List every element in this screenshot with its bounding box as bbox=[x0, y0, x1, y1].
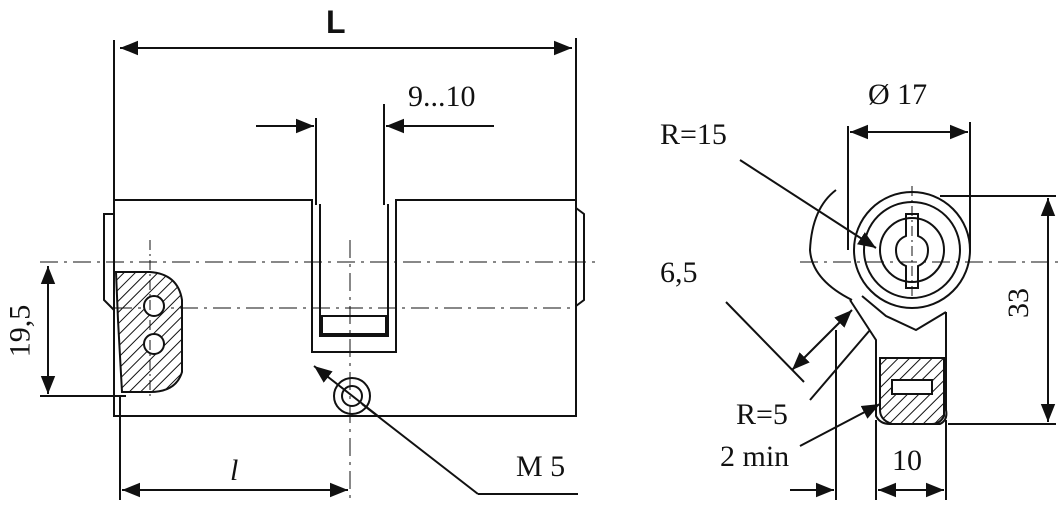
pin-2 bbox=[144, 334, 164, 354]
cam-width-label: 9...10 bbox=[408, 80, 476, 113]
height-33-label: 33 bbox=[1002, 288, 1035, 318]
radius-top-label: R=15 bbox=[660, 118, 727, 151]
right-cap bbox=[576, 208, 584, 306]
cam-slot bbox=[320, 204, 388, 336]
screw-label: M 5 bbox=[516, 450, 566, 483]
leader-r5 bbox=[800, 404, 880, 446]
height-label: 19,5 bbox=[3, 304, 37, 358]
screw-hole-outer bbox=[334, 378, 370, 414]
screw-leader-long bbox=[362, 404, 478, 494]
ext-line-neck bbox=[810, 330, 870, 400]
section-hatch bbox=[116, 272, 182, 392]
key-slot bbox=[896, 214, 928, 288]
lower-section-slot bbox=[892, 380, 932, 394]
side-view bbox=[40, 38, 596, 500]
min-label: 2 min bbox=[720, 440, 790, 473]
pin-1 bbox=[144, 296, 164, 316]
radius-bottom-label: R=5 bbox=[736, 398, 788, 431]
width-label: 10 bbox=[892, 444, 922, 477]
dim-line-neck bbox=[792, 310, 852, 370]
leader-neck bbox=[726, 302, 804, 382]
diameter-label: Ø 17 bbox=[868, 78, 928, 111]
length-label: L bbox=[326, 4, 346, 40]
profile-outline bbox=[810, 190, 852, 300]
left-cap bbox=[104, 214, 114, 310]
cam-inner bbox=[322, 316, 386, 334]
half-length-label: l bbox=[230, 454, 239, 487]
lower-neck bbox=[862, 296, 946, 330]
neck-label: 6,5 bbox=[660, 256, 698, 289]
front-view bbox=[726, 122, 1058, 500]
screw-hole-inner bbox=[342, 386, 362, 406]
cylinder-body-outline bbox=[114, 200, 576, 416]
leader-r15 bbox=[740, 160, 876, 248]
